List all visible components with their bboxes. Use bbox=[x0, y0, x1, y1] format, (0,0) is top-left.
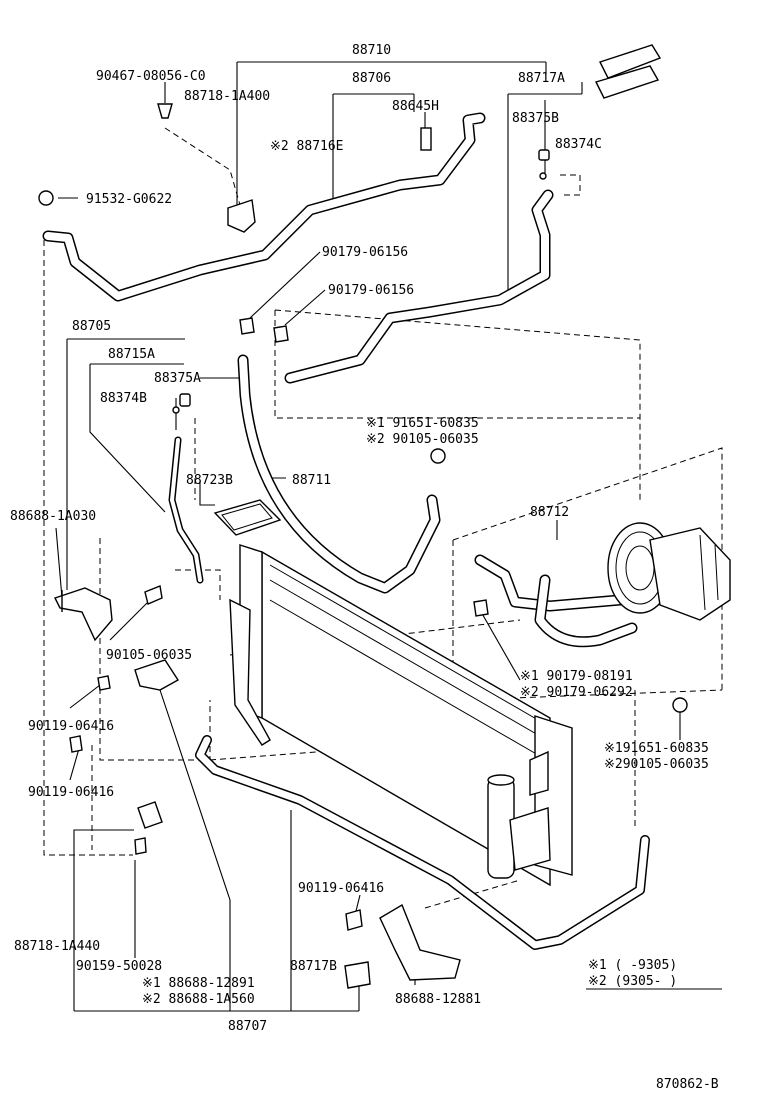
label-88375a: 88375A bbox=[154, 371, 201, 386]
label-88688-1a030: 88688-1A030 bbox=[10, 509, 96, 524]
note-1: ※1 ( -9305) bbox=[588, 958, 677, 973]
label-88688-12891: ※1 88688-12891 bbox=[142, 976, 255, 991]
label-88715a: 88715A bbox=[108, 347, 155, 362]
label-90179-08191: ※1 90179-08191 bbox=[520, 669, 633, 684]
label-88374b: 88374B bbox=[100, 391, 147, 406]
note-2: ※2 (9305- ) bbox=[588, 974, 677, 989]
diagram-code: 870862-B bbox=[656, 1077, 719, 1092]
part-labels: 88710 88706 90467-08056-C0 88718-1A400 8… bbox=[10, 43, 722, 1092]
label-90119-06416-c: 90119-06416 bbox=[298, 881, 384, 896]
label-90119-06416-a: 90119-06416 bbox=[28, 719, 114, 734]
label-90179-06156-b: 90179-06156 bbox=[328, 283, 414, 298]
label-90105-06035-c: ※290105-06035 bbox=[604, 757, 709, 772]
label-91651-60835-b: ※191651-60835 bbox=[604, 741, 709, 756]
label-91651-60835-a: ※1 91651-60835 bbox=[366, 416, 479, 431]
label-88716e: ※2 88716E bbox=[270, 139, 344, 154]
label-88374c: 88374C bbox=[555, 137, 602, 152]
label-88710: 88710 bbox=[352, 43, 391, 58]
label-88723b: 88723B bbox=[186, 473, 233, 488]
label-88717b: 88717B bbox=[290, 959, 337, 974]
label-88645h: 88645H bbox=[392, 99, 439, 114]
label-88712: 88712 bbox=[530, 505, 569, 520]
fittings bbox=[38, 44, 688, 989]
label-88711: 88711 bbox=[292, 473, 331, 488]
condenser bbox=[229, 544, 573, 887]
label-88375b: 88375B bbox=[512, 111, 559, 126]
label-88718-1a400: 88718-1A400 bbox=[184, 89, 270, 104]
label-90179-06292: ※2 90179-06292 bbox=[520, 685, 633, 700]
hoses bbox=[42, 112, 650, 950]
label-91532-g0622: 91532-G0622 bbox=[86, 192, 172, 207]
label-90179-06156-a: 90179-06156 bbox=[322, 245, 408, 260]
label-88688-1a560: ※2 88688-1A560 bbox=[142, 992, 255, 1007]
label-88705: 88705 bbox=[72, 319, 111, 334]
label-88707: 88707 bbox=[228, 1019, 267, 1034]
label-88718-1a440: 88718-1A440 bbox=[14, 939, 100, 954]
label-90159-50028: 90159-50028 bbox=[76, 959, 162, 974]
label-88688-12881: 88688-12881 bbox=[395, 992, 481, 1007]
label-88717a: 88717A bbox=[518, 71, 565, 86]
label-90105-06035-b: 90105-06035 bbox=[106, 648, 192, 663]
label-90105-06035-a: ※2 90105-06035 bbox=[366, 432, 479, 447]
label-90119-06416-b: 90119-06416 bbox=[28, 785, 114, 800]
compressor bbox=[607, 522, 731, 621]
label-90467-08056-c0: 90467-08056-C0 bbox=[96, 69, 206, 84]
label-88706: 88706 bbox=[352, 71, 391, 86]
